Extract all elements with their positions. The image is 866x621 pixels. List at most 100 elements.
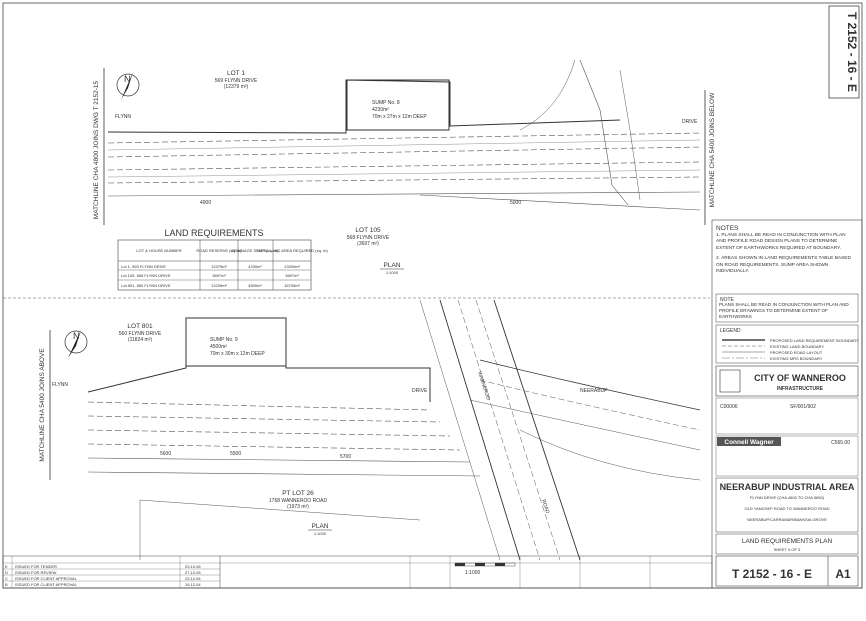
road-label-drive-bottom: DRIVE [412,388,428,394]
matchline-bottom-left: MATCHLINE CHA 5400 JOINS ABOVE [39,348,46,462]
table-row-3-sump: 4500m² [248,283,262,288]
chainage-5500: 5500 [230,451,241,457]
project-subtitle-1: FLYNN DRIVE (CHA 4600 TO CHA 5650) [750,495,825,500]
project-title: NEERABUP INDUSTRIAL AREA [720,482,855,492]
sheet-border [2,2,863,589]
sump-8-boundary [346,79,450,131]
land-table-title: LAND REQUIREMENTS [164,228,263,238]
table-row-1-road: 12379m² [211,264,227,269]
rev-row-2-id: D [5,570,8,575]
sump-9-area: 4500m² [210,344,227,350]
notes-heading: NOTES [716,225,739,232]
note-box-heading: NOTE [720,297,735,303]
legend-item-1: PROPOSED LAND REQUIREMENT BOUNDARY [770,338,859,343]
legend-item-4: EXISTING MRS BOUNDARY [770,356,823,361]
sheet-size: A1 [835,567,851,581]
lot1-area: (12379 m²) [224,84,249,90]
council-name: CITY OF WANNEROO [754,373,846,383]
table-row-2-total: 3697m² [285,273,299,278]
north-arrow-bottom: N [64,330,88,358]
project-subtitle-3: NEERABUP/CARRAMAR/BANKSIA GROVE [747,517,827,522]
lot801-title: LOT 801 [127,323,153,330]
rev-row-1-id: E [5,564,8,569]
road-label-flynn-bottom: FLYNN [52,382,68,388]
table-header-lot: LOT & HOUSE NUMBER [136,248,181,253]
rev-row-4-desc: ISSUED FOR CLIENT APPROVAL [15,582,78,587]
rev-row-2-date: 27.10.05 [185,570,201,575]
sheet-count: SHEET 5 OF 5 [774,547,801,552]
consultant-name: Connell Wagner [724,439,774,446]
chainage-5600: 5600 [160,451,171,457]
drawing-number-box [828,5,860,99]
table-row-2-lot: Lot 105, 568 FLYNN DRIVE [121,273,171,278]
table-header-total: TOTAL LAND AREA REQUIRED (sq. m) [256,248,328,253]
notes-text-container: 1. PLANS SHALL BE READ IN CONJUNCTION WI… [716,233,851,275]
rev-row-2-desc: ISSUED FOR REVIEW [15,570,57,575]
file-no: SF/001/902 [790,404,816,410]
rev-row-3-date: 23.12.04 [185,576,201,581]
note-2: 2. AREAS SHOWN IN LAND REQUIREMENTS TABL… [716,256,851,275]
scale-value: 1:1000 [465,570,481,576]
sump-8-area: 4230m² [372,107,389,113]
rev-row-3-desc: ISSUED FOR CLIENT APPROVAL [15,576,78,581]
legend-item-2: EXISTING LAND BOUNDARY [770,344,824,349]
council-logo [719,369,741,393]
table-header-road: ROAD RESERVE (sq. m) [196,248,242,253]
top-plan: N LOT 1 569 FLYNN DRIVE (12379 m²) SUMP … [93,59,716,275]
drawing-title: LAND REQUIREMENTS PLAN [742,538,833,545]
note-box-text-container: PLANS SHALL BE READ IN CONJUNCTION WITH … [719,302,849,319]
legend-item-3: PROPOSED ROAD LAYOUT [770,350,823,355]
lot105-address: 568 FLYNN DRIVE [347,235,390,241]
land-requirements-table: LAND REQUIREMENTS LOT & HOUSE NUMBER ROA… [117,228,328,291]
table-row-3-road: 12209m² [211,283,227,288]
sump-9-title: SUMP No. 9 [210,337,238,343]
table-row-1-lot: Lot 1, 569 FLYNN DRIVE [121,264,166,269]
note-box-text: PLANS SHALL BE READ IN CONJUNCTION WITH … [719,302,849,319]
title-panel-frame [711,219,863,589]
lot105-title: LOT 105 [355,227,381,234]
notes-block: NOTES 1. PLANS SHALL BE READ IN CONJUNCT… [715,225,859,323]
chainage-5000: 5000 [510,200,521,206]
chainage-5700: 5700 [340,454,351,460]
consultant-logo-bar [717,437,781,446]
road-label-drive-top: DRIVE [682,119,698,125]
north-arrow-top: N [116,72,140,100]
table-row-2-road: 3697m² [212,273,226,278]
legend-heading: LEGEND [720,328,741,334]
svg-text:N: N [73,331,80,341]
table-row-3-total: 16709m² [284,283,300,288]
sump-8-dims: 70m x 27m x 12m DEEP [372,114,427,120]
land-boundary-top [107,79,621,134]
matchline-top-right: MATCHLINE CHA 5400 JOINS BELOW [709,92,716,208]
project-subtitle-2: OLD YANCHEP ROAD TO WANNEROO ROAD [744,506,829,511]
revision-strip: E ISSUED FOR TENDER 03.10.06 D ISSUED FO… [2,555,713,589]
pt-lot26-title: PT LOT 26 [282,490,314,497]
chainage-4900: 4900 [200,200,211,206]
drawing-number: T 2152 - 16 - E [732,567,812,581]
plan-label-top: PLAN [384,262,401,269]
sump-9-dims: 70m x 30m x 12m DEEP [210,351,265,357]
lot801-area: (11824 m²) [128,337,152,343]
table-row-1-sump: 4230m² [248,264,262,269]
road-label-road: ROAD [540,499,550,515]
bottom-plan: N LOT 801 560 FLYNN DRIVE (11824 m²) SUM… [39,299,701,561]
lot105-area: (3697 m²) [357,241,379,247]
title-block: CITY OF WANNEROO INFRASTRUCTURE C00006 S… [715,365,859,587]
pt-lot26-address: 1768 WANNEROO ROAD [269,498,328,504]
land-boundary-bottom [87,317,431,402]
road-label-wanneroo: WANNEROO [476,371,491,401]
rev-row-1-desc: ISSUED FOR TENDER [15,564,57,569]
table-row-1-total: 13309m² [284,264,300,269]
matchline-top-left: MATCHLINE CHA 4800 JOINS DWG T 2152-15 [93,80,100,219]
consultant-ref: C565.00 [831,440,850,446]
lot801-address: 560 FLYNN DRIVE [119,331,162,337]
project-no: C00006 [720,404,738,410]
rev-row-4-date: 15.12.04 [185,582,201,587]
svg-text:N: N [124,74,131,84]
table-row-3-lot: Lot 801, 560 FLYNN DRIVE [121,283,171,288]
council-department: INFRASTRUCTURE [777,386,824,392]
plan-scale-bottom: 1:1000 [314,531,327,536]
road-label-neerabup: NEERABUP [580,388,608,394]
